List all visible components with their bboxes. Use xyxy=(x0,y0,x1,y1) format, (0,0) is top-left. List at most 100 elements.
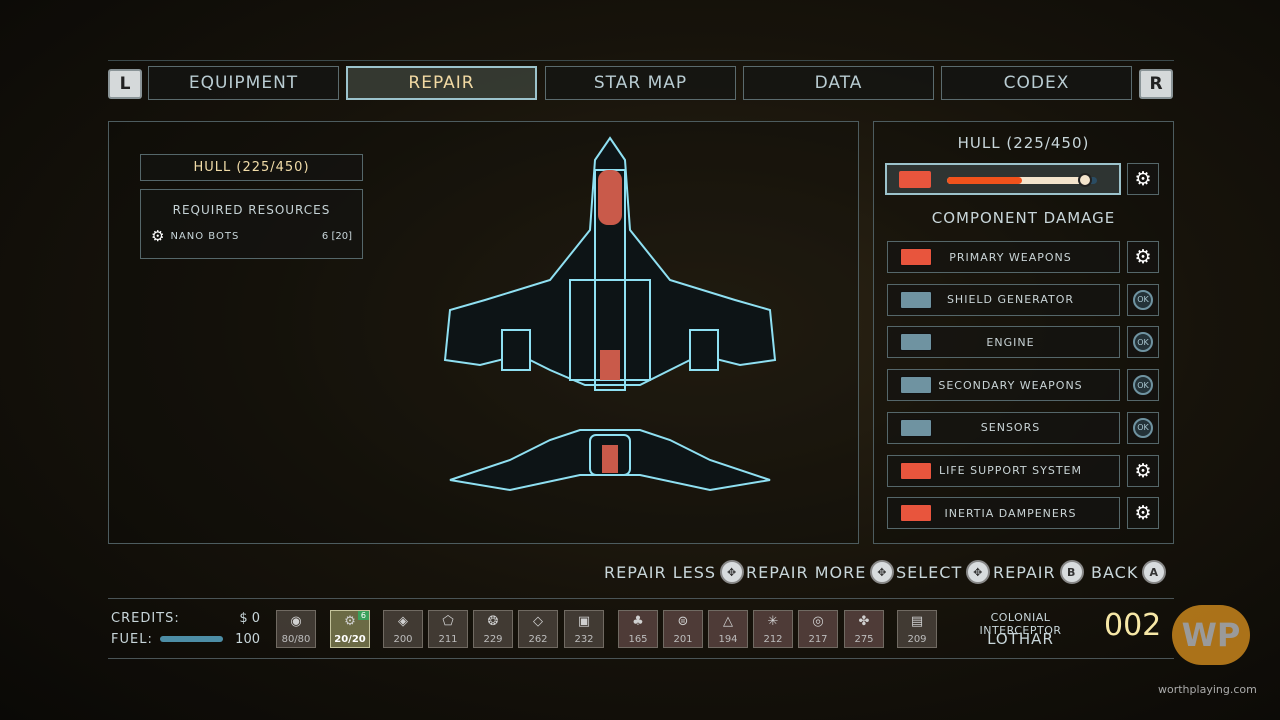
resource-icon: ♣ xyxy=(632,614,644,629)
component-row[interactable]: SECONDARY WEAPONS xyxy=(887,369,1120,402)
component-label: SHIELD GENERATOR xyxy=(946,293,1075,307)
resource-badge: 6 xyxy=(357,611,369,620)
component-repair-button[interactable]: ⚙ xyxy=(1127,497,1159,530)
resource-value: 80/80 xyxy=(281,634,311,645)
credits-value: $ 0 xyxy=(239,611,260,626)
component-ok-status[interactable]: OK xyxy=(1127,326,1159,359)
hint-repair-less: REPAIR LESS✥ xyxy=(604,560,745,584)
resource-slot[interactable]: ▤ 209 xyxy=(897,610,937,648)
hull-repair-button[interactable]: ⚙ xyxy=(1127,163,1159,195)
resource-value: 165 xyxy=(628,634,648,645)
resource-slot[interactable]: ✳212 xyxy=(753,610,793,648)
resource-slot[interactable]: ⊜201 xyxy=(663,610,703,648)
component-row[interactable]: INERTIA DAMPENERS xyxy=(887,497,1120,530)
component-row[interactable]: ENGINE xyxy=(887,326,1120,359)
resource-slot[interactable]: ❂ 229 xyxy=(473,610,513,648)
hull-icon xyxy=(899,171,931,188)
component-row[interactable]: LIFE SUPPORT SYSTEM xyxy=(887,454,1120,487)
component-ok-status[interactable]: OK xyxy=(1127,283,1159,316)
component-icon xyxy=(900,504,932,523)
resource-slot[interactable]: ◉ 80/80 xyxy=(276,610,316,648)
resource-slot[interactable]: ⬠211 xyxy=(428,610,468,648)
resource-icon: △ xyxy=(723,614,733,629)
hint-repair-more: REPAIR MORE✥ xyxy=(746,560,895,584)
component-repair-button[interactable]: ⚙ xyxy=(1127,241,1159,273)
resource-slot[interactable]: ◎217 xyxy=(798,610,838,648)
fuel-bar xyxy=(160,636,223,642)
component-ok-status[interactable]: OK xyxy=(1127,369,1159,402)
fuel-label: FUEL: xyxy=(111,632,153,647)
resource-value: 217 xyxy=(808,634,828,645)
tab-data[interactable]: DATA xyxy=(743,66,934,100)
bottom-divider-bottom xyxy=(108,658,1174,659)
ok-icon: OK xyxy=(1133,332,1153,353)
component-label: INERTIA DAMPENERS xyxy=(944,506,1077,520)
tab-star-map[interactable]: STAR MAP xyxy=(545,66,736,100)
component-icon xyxy=(900,248,932,266)
resource-slot[interactable]: △ 194 xyxy=(708,610,748,648)
resource-icon: ◉ xyxy=(290,614,302,629)
component-label: LIFE SUPPORT SYSTEM xyxy=(938,464,1082,477)
hull-label-left: HULL (225/450) xyxy=(140,154,363,181)
component-icon xyxy=(900,290,932,309)
resource-value: 209 xyxy=(907,634,927,645)
tab-codex[interactable]: CODEX xyxy=(941,66,1132,100)
repair-icon: ⚙ xyxy=(1134,502,1152,525)
component-damage-title: COMPONENT DAMAGE xyxy=(931,209,1116,227)
resource-slot[interactable]: ◈ 200 xyxy=(383,610,423,648)
resource-value: 194 xyxy=(718,634,738,645)
resource-value: 200 xyxy=(393,634,413,645)
required-resources-box: REQUIRED RESOURCES ⚙ NANO BOTS 6 [20] xyxy=(140,189,363,259)
damaged-cockpit xyxy=(598,170,622,225)
resource-value: 229 xyxy=(483,634,503,645)
resource-icon: ⊜ xyxy=(677,614,689,629)
resource-icon: ❂ xyxy=(487,614,499,629)
slider-track xyxy=(947,173,1097,187)
ok-icon: OK xyxy=(1133,289,1153,310)
slider-thumb[interactable] xyxy=(1078,173,1092,187)
component-row[interactable]: PRIMARY WEAPONS xyxy=(887,241,1120,273)
hint-select: SELECT✥ xyxy=(896,560,991,584)
component-row[interactable]: SHIELD GENERATOR xyxy=(887,283,1120,316)
resource-slot[interactable]: ♣ 165 xyxy=(618,610,658,648)
required-resources-title: REQUIRED RESOURCES xyxy=(172,203,331,217)
right-bumper-button[interactable]: R xyxy=(1139,69,1173,99)
resource-icon: ▤ xyxy=(910,614,924,629)
top-divider xyxy=(108,60,1174,61)
hint-label: REPAIR LESS xyxy=(604,562,717,582)
component-label: SENSORS xyxy=(980,421,1041,435)
dpad-icon: ✥ xyxy=(720,560,745,584)
dpad-icon: ✥ xyxy=(966,560,991,584)
resource-icon: ▣ xyxy=(577,614,591,629)
resource-slot[interactable]: ◇262 xyxy=(518,610,558,648)
component-row[interactable]: SENSORS xyxy=(887,411,1120,444)
resource-icon: ◇ xyxy=(533,614,543,629)
resource-slot[interactable]: ✤275 xyxy=(844,610,884,648)
component-ok-status[interactable]: OK xyxy=(1127,411,1159,444)
hint-label: BACK xyxy=(1091,562,1139,582)
credits-label: CREDITS: xyxy=(111,611,180,626)
repair-icon: ⚙ xyxy=(1134,168,1152,190)
resource-value: 275 xyxy=(854,634,874,645)
ship-class: COLONIAL INTERCEPTOR xyxy=(979,611,1062,637)
component-label: SECONDARY WEAPONS xyxy=(938,378,1083,392)
left-bumper-button[interactable]: L xyxy=(108,69,142,99)
tab-equipment[interactable]: EQUIPMENT xyxy=(148,66,339,100)
resource-value: 232 xyxy=(574,634,594,645)
bottom-divider-top xyxy=(108,598,1174,599)
fuel-fill xyxy=(160,636,223,642)
component-label: ENGINE xyxy=(986,335,1035,349)
resource-icon: ◈ xyxy=(398,614,408,629)
tab-repair[interactable]: REPAIR xyxy=(346,66,537,100)
watermark-site: worthplaying.com xyxy=(1158,683,1257,696)
repair-icon: ⚙ xyxy=(1134,246,1152,268)
watermark-logo: WP xyxy=(1172,605,1250,665)
component-repair-button[interactable]: ⚙ xyxy=(1127,454,1159,487)
dpad-icon: ✥ xyxy=(870,560,895,584)
hint-label: REPAIR xyxy=(993,562,1056,582)
resource-slot[interactable]: ▣ 232 xyxy=(564,610,604,648)
hull-repair-slider[interactable] xyxy=(885,163,1121,195)
